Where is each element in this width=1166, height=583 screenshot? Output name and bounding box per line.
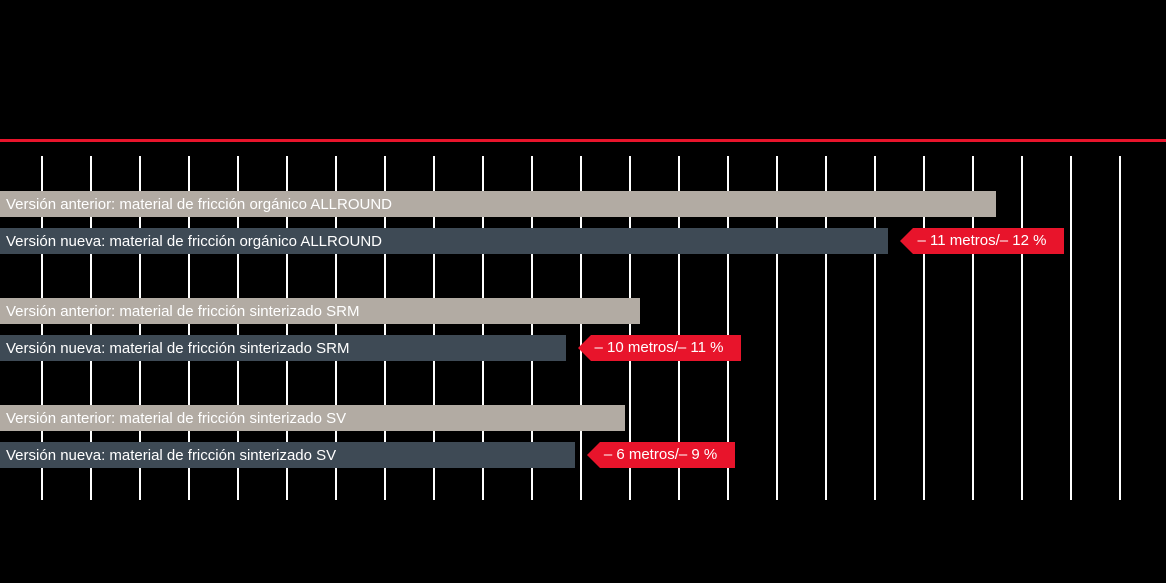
annotation-text: – 11 metros/– 12 % [913,228,1065,254]
arrow-left-icon [586,442,600,468]
bar-anterior: Versión anterior: material de fricción o… [0,191,996,217]
bar-nueva: Versión nueva: material de fricción orgá… [0,228,889,254]
red-divider-line [0,139,1166,142]
bar-label: Versión nueva: material de fricción sint… [6,339,350,357]
bar-row: Versión nueva: material de fricción sint… [0,335,1166,361]
bar-nueva: Versión nueva: material de fricción sint… [0,335,566,361]
bar-label: Versión anterior: material de fricción s… [6,409,347,427]
annotation-text: – 6 metros/– 9 % [599,442,736,468]
annotation-text: – 10 metros/– 11 % [590,335,742,361]
bar-label: Versión nueva: material de fricción sint… [6,446,337,464]
bar-label: Versión nueva: material de fricción orgá… [6,232,383,250]
bar-group-allround: Versión anterior: material de fricción o… [0,191,1166,254]
bar-label: Versión anterior: material de fricción o… [6,195,393,213]
bar-nueva: Versión nueva: material de fricción sint… [0,442,575,468]
header-area [0,0,1166,139]
arrow-left-icon [900,228,914,254]
bar-row: Versión nueva: material de fricción orgá… [0,228,1166,254]
bar-group-srm: Versión anterior: material de fricción s… [0,298,1166,361]
bar-row: Versión anterior: material de fricción s… [0,298,1166,324]
bar-group-sv: Versión anterior: material de fricción s… [0,405,1166,468]
bar-row: Versión anterior: material de fricción o… [0,191,1166,217]
bar-row: Versión anterior: material de fricción s… [0,405,1166,431]
reduction-annotation: – 10 metros/– 11 % [577,335,742,361]
bar-row: Versión nueva: material de fricción sint… [0,442,1166,468]
bar-anterior: Versión anterior: material de fricción s… [0,298,641,324]
reduction-annotation: – 11 metros/– 12 % [900,228,1065,254]
bar-anterior: Versión anterior: material de fricción s… [0,405,625,431]
reduction-annotation: – 6 metros/– 9 % [586,442,736,468]
bar-label: Versión anterior: material de fricción s… [6,302,360,320]
arrow-left-icon [577,335,591,361]
bar-chart: Versión anterior: material de fricción o… [0,156,1166,500]
bar-groups: Versión anterior: material de fricción o… [0,156,1166,468]
